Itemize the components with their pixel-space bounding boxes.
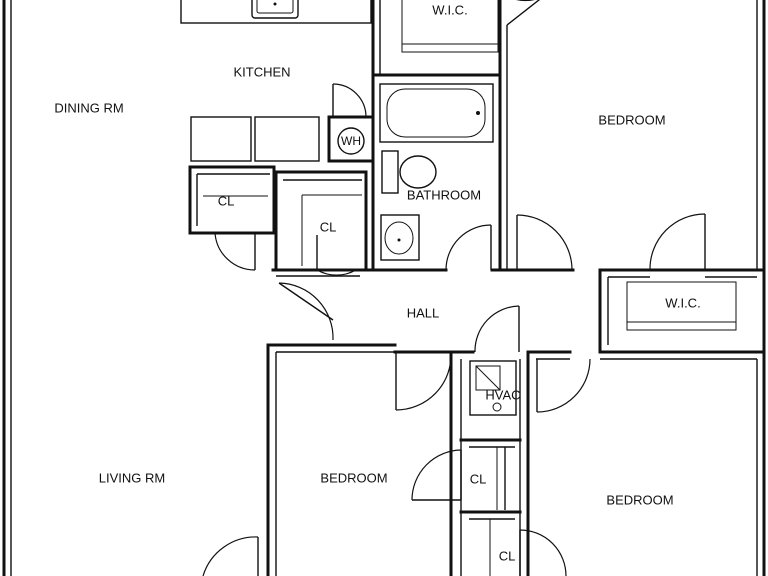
toilet-bowl-icon <box>399 155 437 189</box>
refrigerator-icon <box>254 116 320 162</box>
hall-label: HALL <box>407 305 440 320</box>
bathroom-area: BATHROOM <box>371 73 502 271</box>
hvac-label: HVAC <box>485 387 520 402</box>
kitchen-closets: CL CL <box>188 165 368 276</box>
range-icon <box>190 116 252 162</box>
living-room-label: LIVING RM <box>99 470 165 485</box>
bedroom-se-area: BEDROOM <box>526 350 766 576</box>
bedroom-ne-label: BEDROOM <box>598 112 665 127</box>
bedroom-se-label: BEDROOM <box>606 492 673 507</box>
bathtub-icon <box>379 83 494 143</box>
bedroom-center-label: BEDROOM <box>320 470 387 485</box>
closet-kitchen-right-label: CL <box>320 219 337 234</box>
water-heater-label: WH <box>341 134 361 148</box>
wic-right: W.I.C. <box>598 213 766 354</box>
kitchen-label: KITCHEN <box>233 64 290 79</box>
kitchen-area: WH KITCHEN <box>180 0 375 163</box>
closet-kitchen-left-label: CL <box>218 193 235 208</box>
hvac-core: HVAC <box>449 305 530 576</box>
wic-right-label: W.I.C. <box>665 295 700 310</box>
dining-room-label: DINING RM <box>54 100 123 115</box>
bedroom-center-area: BEDROOM <box>202 343 453 576</box>
hall-area: HALL <box>266 214 575 353</box>
water-heater-icon <box>337 127 365 155</box>
closet-bottom-area: CL <box>469 518 567 576</box>
toilet-tank-icon <box>381 150 399 194</box>
closet-bottom-label: CL <box>499 548 516 563</box>
closet-center-area: CL <box>411 447 522 514</box>
wic-top-label: W.I.C. <box>432 2 467 17</box>
closet-center-label: CL <box>470 471 487 486</box>
bathroom-label: BATHROOM <box>407 187 481 202</box>
